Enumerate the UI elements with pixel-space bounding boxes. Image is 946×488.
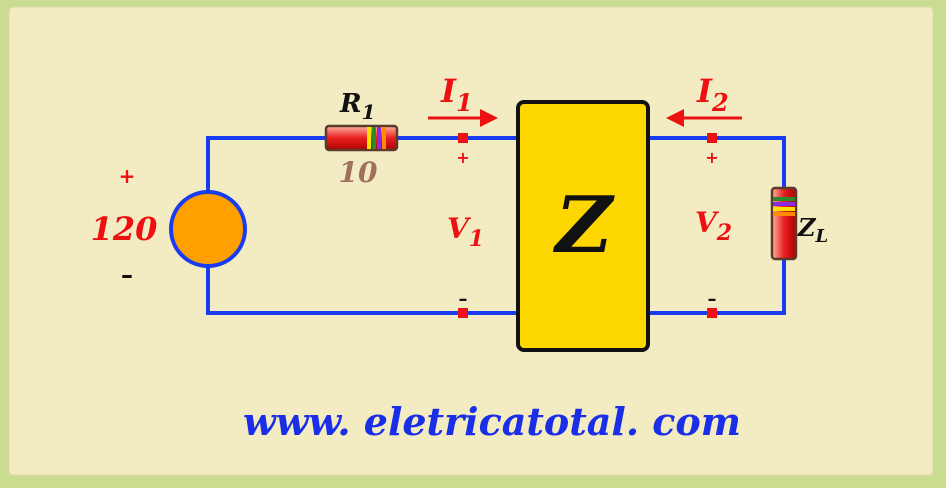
network-label: Z: [553, 180, 616, 271]
r1-label: R1: [339, 89, 376, 124]
current-i1-label: I1: [440, 72, 473, 117]
wire-top-left: [206, 136, 326, 192]
port1-top-terminal: [458, 133, 468, 143]
port2-top-terminal: [707, 133, 717, 143]
wire-top-right: [648, 136, 786, 188]
port2-minus-sign: –: [708, 289, 717, 310]
footer-url: www. eletricatotal. com: [243, 399, 741, 444]
port2-plus-sign: +: [705, 148, 718, 167]
wire-bottom-left: [206, 266, 518, 315]
wires: [206, 136, 786, 315]
source-plus-sign: +: [119, 164, 136, 188]
port1-minus-sign: –: [459, 289, 468, 310]
two-port-network-box: [516, 100, 650, 352]
source-minus-sign: –: [121, 261, 133, 289]
resistor-r1: [324, 124, 399, 152]
port2-voltage-label: V2: [695, 206, 732, 246]
port1-plus-sign: +: [456, 148, 469, 167]
wire-bottom-right: [648, 259, 786, 315]
r1-value: 10: [339, 156, 378, 189]
load-label: ZL: [797, 213, 828, 247]
load-impedance: [770, 186, 798, 261]
current-i1-arrowhead: [480, 109, 498, 127]
port2-bottom-terminal: [707, 308, 717, 318]
current-i2-arrowhead: [666, 109, 684, 127]
port1-voltage-label: V1: [447, 212, 484, 252]
voltage-source: [169, 190, 247, 268]
source-value: 120: [91, 210, 158, 248]
port1-bottom-terminal: [458, 308, 468, 318]
panel-background: [8, 6, 934, 476]
current-i2-label: I2: [696, 72, 729, 117]
